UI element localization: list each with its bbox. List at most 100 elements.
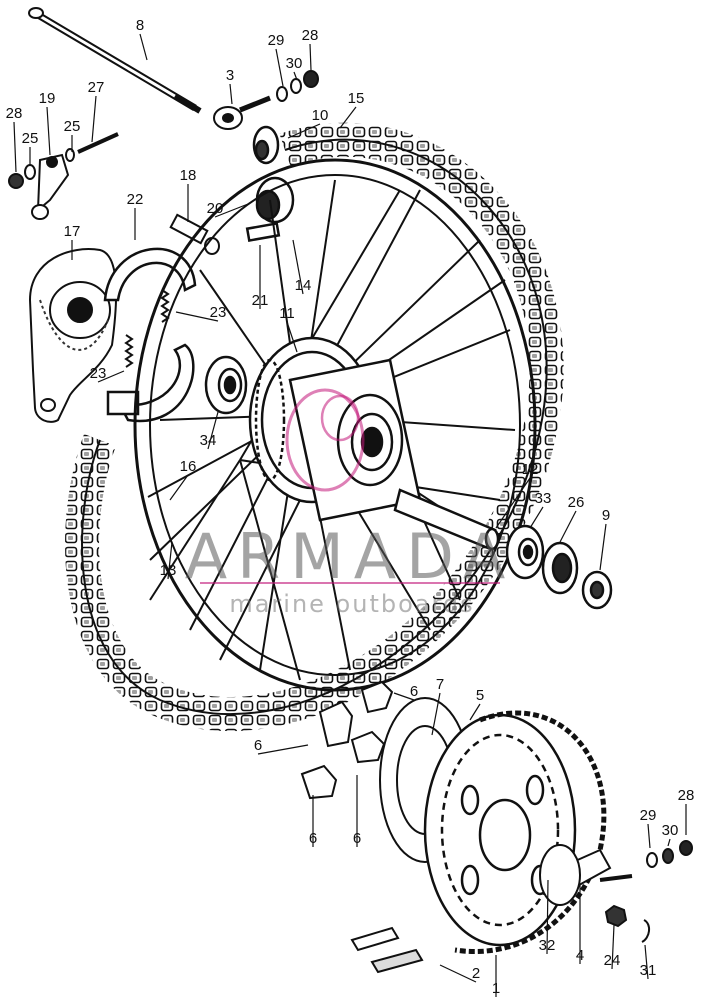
leader-line-23b — [97, 370, 125, 383]
leader-line-13 — [167, 541, 173, 580]
leader-line-34 — [207, 411, 219, 450]
rubber-dampers-6 — [300, 680, 394, 800]
part-callout-28b: 28 — [6, 105, 23, 122]
leader-line-11 — [286, 321, 298, 353]
leader-line-32 — [546, 879, 549, 955]
leader-line-14 — [292, 239, 304, 295]
leader-line-27 — [91, 95, 97, 143]
part-callout-6c: 6 — [309, 830, 317, 847]
leader-line-10 — [287, 123, 321, 139]
seal-26 — [541, 541, 579, 595]
leader-line-3 — [229, 83, 233, 105]
part-callout-23a: 23 — [210, 304, 227, 321]
leader-line-8 — [139, 33, 148, 61]
part-callout-7: 7 — [436, 676, 444, 693]
part-callout-8: 8 — [136, 17, 144, 34]
part-callout-33: 33 — [535, 490, 552, 507]
part-callout-19: 19 — [39, 90, 56, 107]
washers-right — [646, 840, 693, 868]
leader-line-6b — [257, 744, 309, 755]
leader-line-6a — [393, 692, 415, 701]
chain-1 — [454, 710, 607, 954]
part-callout-27: 27 — [88, 79, 105, 96]
watermark: ARMADA marine outboards — [185, 388, 515, 618]
leader-line-30b — [667, 838, 671, 847]
leader-line-12 — [495, 477, 531, 529]
part-callout-2: 2 — [472, 965, 480, 982]
leader-line-28a — [309, 43, 312, 71]
leader-line-28b — [13, 121, 17, 173]
leader-line-16 — [169, 474, 189, 501]
leader-line-7 — [431, 692, 441, 736]
part-callout-16: 16 — [180, 458, 197, 475]
leader-line-30a — [293, 71, 298, 81]
part-callout-6d: 6 — [353, 830, 361, 847]
part-callout-5: 5 — [476, 687, 484, 704]
part-callout-30b: 30 — [662, 822, 679, 839]
part-callout-9: 9 — [602, 507, 610, 524]
leader-lines — [13, 33, 687, 997]
part-callout-28a: 28 — [302, 27, 319, 44]
part-callout-17: 17 — [64, 223, 81, 240]
leader-line-24 — [611, 924, 615, 970]
part-callout-10: 10 — [312, 107, 329, 124]
leader-line-9 — [599, 523, 607, 571]
leader-line-20 — [214, 203, 249, 218]
bearing-33 — [505, 524, 545, 580]
axle-stub-12 — [393, 488, 500, 551]
part-callout-18: 18 — [180, 167, 197, 184]
leader-line-23a — [175, 311, 219, 322]
sprocket-5 — [423, 713, 577, 947]
leader-line-19 — [46, 106, 51, 156]
part-callout-25b: 25 — [64, 118, 81, 135]
part-callout-1: 1 — [492, 980, 500, 997]
part-callout-25a: 25 — [22, 130, 39, 147]
part-callout-29b: 29 — [640, 807, 657, 824]
wheel-tire-15 — [65, 122, 564, 732]
master-link-2 — [350, 926, 424, 974]
part-callout-30a: 30 — [286, 55, 303, 72]
watermark-brand: ARMADA — [185, 520, 515, 593]
spacer-9 — [581, 570, 613, 610]
part-callout-29a: 29 — [268, 32, 285, 49]
leader-line-2 — [439, 964, 477, 983]
leader-line-31 — [644, 944, 649, 980]
part-callout-20: 20 — [207, 200, 224, 217]
part-callout-22: 22 — [127, 191, 144, 208]
chain-adjuster-4 — [539, 844, 633, 906]
pin-31 — [641, 919, 650, 943]
spacer-10 — [252, 125, 280, 165]
part-callout-23b: 23 — [90, 365, 107, 382]
axle-plate-3 — [213, 95, 271, 130]
collar-20 — [245, 176, 295, 242]
nut-24 — [604, 904, 628, 928]
part-callout-34: 34 — [200, 432, 217, 449]
part-callout-24: 24 — [604, 952, 621, 969]
bearing-34 — [204, 355, 248, 415]
part-callout-13: 13 — [160, 562, 177, 579]
part-callout-6a: 6 — [410, 683, 418, 700]
part-callout-31: 31 — [640, 962, 657, 979]
hub-11 — [248, 336, 422, 522]
part-callout-4: 4 — [576, 947, 584, 964]
leader-line-33 — [529, 506, 544, 529]
springs-23 — [124, 289, 170, 368]
part-callout-21: 21 — [252, 292, 269, 309]
part-callout-3: 3 — [226, 67, 234, 84]
axle-8 — [28, 7, 202, 114]
part-callout-12: 12 — [522, 461, 539, 478]
part-callout-32: 32 — [539, 937, 556, 954]
part-callout-28c: 28 — [678, 787, 695, 804]
leader-line-5 — [469, 703, 481, 721]
small-nuts-top — [276, 70, 319, 102]
leader-line-29a — [275, 48, 284, 87]
leader-line-26 — [559, 510, 577, 543]
brake-panel-17 — [28, 248, 118, 423]
part-callout-26: 26 — [568, 494, 585, 511]
watermark-tagline: marine outboards — [229, 590, 474, 618]
part-callout-15: 15 — [348, 90, 365, 107]
part-callout-14: 14 — [295, 277, 312, 294]
part-callout-6b: 6 — [254, 737, 262, 754]
